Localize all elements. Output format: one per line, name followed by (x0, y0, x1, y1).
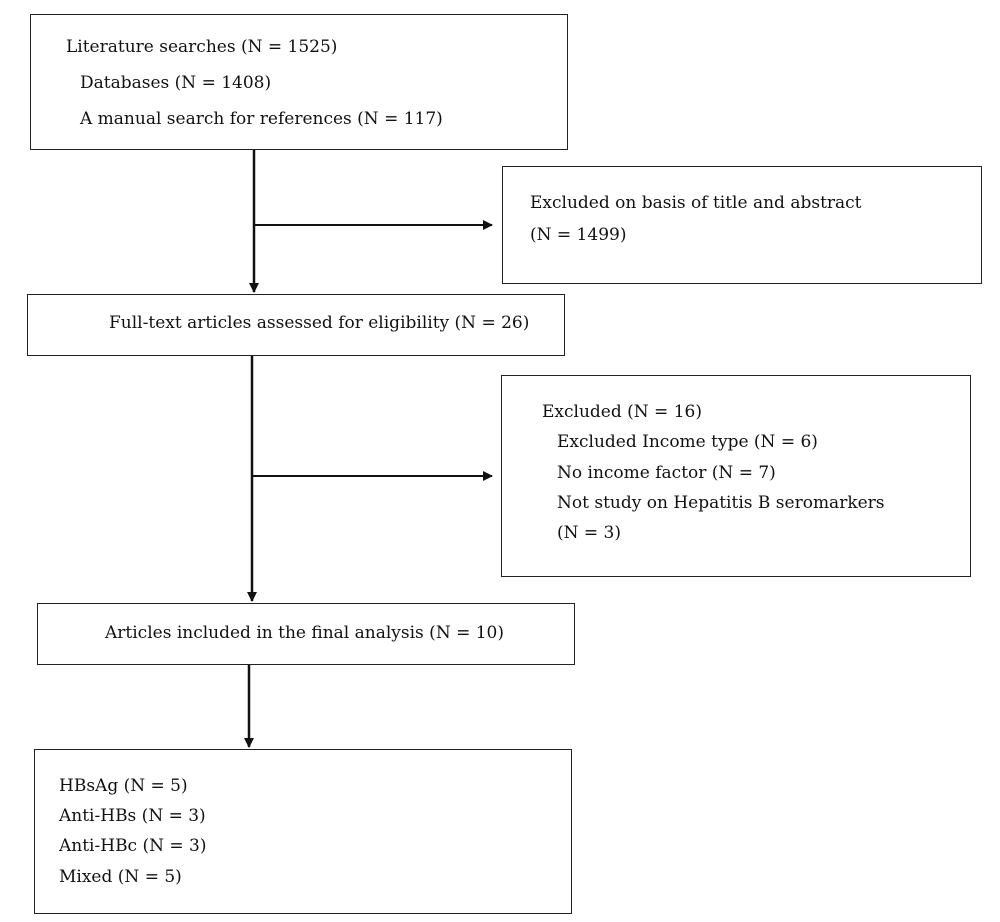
excluded-title-abstract-label: Excluded on basis of title and abstract (530, 193, 862, 213)
excluded-income-type: Excluded Income type (N = 6) (557, 432, 818, 452)
excluded-fulltext-title: Excluded (N = 16) (542, 402, 702, 422)
hbsag-count: HBsAg (N = 5) (59, 776, 188, 796)
no-income-factor: No income factor (N = 7) (557, 463, 776, 483)
excluded-title-abstract-box: Excluded on basis of title and abstract … (502, 166, 982, 284)
excluded-title-abstract-count: (N = 1499) (530, 225, 627, 245)
literature-search-title: Literature searches (N = 1525) (66, 37, 338, 57)
excluded-fulltext-box: Excluded (N = 16) Excluded Income type (… (501, 375, 971, 577)
anti-hbc-count: Anti-HBc (N = 3) (59, 836, 207, 856)
anti-hbs-count: Anti-HBs (N = 3) (59, 806, 206, 826)
articles-included-label: Articles included in the final analysis … (105, 623, 505, 643)
seromarkers-box: HBsAg (N = 5) Anti-HBs (N = 3) Anti-HBc … (34, 749, 572, 914)
not-study-hepatitis-b-count: (N = 3) (557, 523, 622, 543)
literature-search-box: Literature searches (N = 1525) Databases… (30, 14, 568, 150)
not-study-hepatitis-b: Not study on Hepatitis B seromarkers (557, 493, 885, 513)
fulltext-assessed-box: Full-text articles assessed for eligibil… (27, 294, 565, 356)
fulltext-assessed-label: Full-text articles assessed for eligibil… (109, 313, 530, 333)
manual-search-count: A manual search for references (N = 117) (80, 109, 443, 129)
articles-included-box: Articles included in the final analysis … (37, 603, 575, 665)
mixed-count: Mixed (N = 5) (59, 867, 182, 887)
databases-count: Databases (N = 1408) (80, 73, 272, 93)
